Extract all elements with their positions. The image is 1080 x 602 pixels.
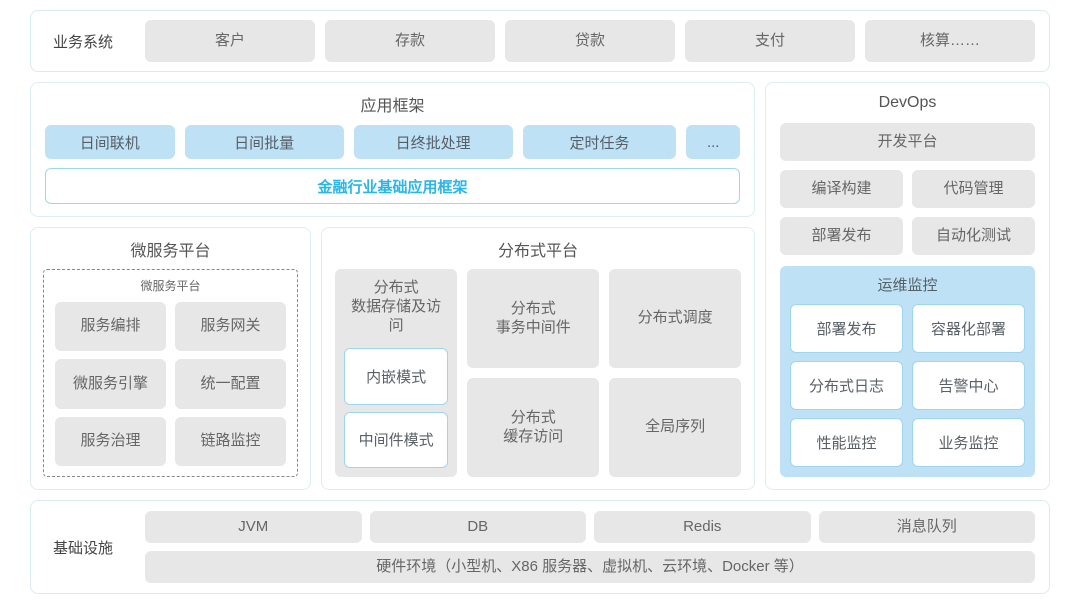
microservice-item-unified-config[interactable]: 统一配置 [175,359,286,409]
distributed-item-global-sequence[interactable]: 全局序列 [609,378,741,477]
app-framework-item-scheduled-task[interactable]: 定时任务 [522,125,677,159]
infrastructure-hardware-bar[interactable]: 硬件环境（小型机、X86 服务器、虚拟机、云环境、Docker 等） [145,551,1035,583]
infrastructure-item-db[interactable]: DB [369,511,586,543]
ops-item-alert-center[interactable]: 告警中心 [912,361,1025,410]
app-framework-items: 日间联机 日间批量 日终批处理 定时任务 ... [45,125,740,159]
devops-items: 编译构建 代码管理 部署发布 自动化测试 [780,170,1035,255]
microservice-inner-title: 微服务平台 [140,279,201,293]
microservice-items: 服务编排 服务网关 微服务引擎 统一配置 服务治理 链路监控 [55,302,286,466]
microservice-item-trace-monitor[interactable]: 链路监控 [175,416,286,466]
business-item-payment[interactable]: 支付 [685,20,855,62]
app-framework-item-eod-batch[interactable]: 日终批处理 [353,125,513,159]
distributed-storage-card[interactable]: 分布式 数据存储及访问 内嵌模式 中间件模式 [335,269,458,477]
business-item-customer[interactable]: 客户 [145,20,315,62]
distributed-storage-column: 分布式 数据存储及访问 内嵌模式 中间件模式 [335,269,458,477]
distributed-platform-panel: 分布式平台 分布式 数据存储及访问 内嵌模式 中间件模式 分布式 事务中间件 分… [321,227,755,490]
platform-section: 应用框架 日间联机 日间批量 日终批处理 定时任务 ... 金融行业基础应用框架… [30,82,1050,490]
microservice-item-orchestration[interactable]: 服务编排 [55,302,166,352]
business-systems-label: 业务系统 [52,33,113,51]
devops-panel: DevOps 开发平台 编译构建 代码管理 部署发布 自动化测试 运维监控 部署… [765,82,1050,490]
app-framework-title: 应用框架 [360,98,425,115]
app-framework-item-batch[interactable]: 日间批量 [184,125,344,159]
app-framework-item-online[interactable]: 日间联机 [45,125,175,159]
devops-item-automated-test[interactable]: 自动化测试 [912,217,1035,255]
business-item-loan[interactable]: 贷款 [505,20,675,62]
distributed-platform-title: 分布式平台 [497,243,578,260]
devops-item-dev-platform[interactable]: 开发平台 [780,123,1035,161]
platform-left-column: 应用框架 日间联机 日间批量 日终批处理 定时任务 ... 金融行业基础应用框架… [30,82,755,490]
ops-item-performance-monitor[interactable]: 性能监控 [790,418,903,467]
distributed-other-items: 分布式 事务中间件 分布式调度 分布式 缓存访问 全局序列 [467,269,741,477]
infrastructure-item-jvm[interactable]: JVM [145,511,362,543]
infrastructure-items: JVM DB Redis 消息队列 [145,511,1035,543]
distributed-storage-title: 分布式 数据存储及访问 [351,279,442,334]
finance-base-framework-bar[interactable]: 金融行业基础应用框架 [45,168,740,204]
distributed-item-scheduling[interactable]: 分布式调度 [609,269,741,368]
ops-monitor-title: 运维监控 [877,277,938,294]
business-item-accounting[interactable]: 核算…… [865,20,1035,62]
microservice-item-gateway[interactable]: 服务网关 [175,302,286,352]
devops-item-compile-build[interactable]: 编译构建 [780,170,903,208]
infrastructure-item-message-queue[interactable]: 消息队列 [818,511,1035,543]
infrastructure-item-redis[interactable]: Redis [594,511,811,543]
devops-item-deploy-release[interactable]: 部署发布 [780,217,903,255]
distributed-item-transaction-middleware[interactable]: 分布式 事务中间件 [467,269,600,368]
microservice-platform-panel: 微服务平台 微服务平台 服务编排 服务网关 微服务引擎 统一配置 服务治理 链路… [30,227,311,490]
infrastructure-content: JVM DB Redis 消息队列 硬件环境（小型机、X86 服务器、虚拟机、云… [145,511,1035,583]
business-systems-section: 业务系统 客户 存款 贷款 支付 核算…… [30,10,1050,72]
ops-monitor-items: 部署发布 容器化部署 分布式日志 告警中心 性能监控 业务监控 [790,304,1025,467]
infrastructure-section: 基础设施 JVM DB Redis 消息队列 硬件环境（小型机、X86 服务器、… [30,500,1050,594]
devops-item-code-management[interactable]: 代码管理 [912,170,1035,208]
devops-title: DevOps [878,94,937,111]
ops-item-deploy-release[interactable]: 部署发布 [790,304,903,353]
microservice-inner-box: 微服务平台 服务编排 服务网关 微服务引擎 统一配置 服务治理 链路监控 [43,269,298,477]
distributed-platform-items: 分布式 数据存储及访问 内嵌模式 中间件模式 分布式 事务中间件 分布式调度 分… [335,269,741,477]
business-systems-items: 客户 存款 贷款 支付 核算…… [145,20,1035,62]
ops-monitor-card: 运维监控 部署发布 容器化部署 分布式日志 告警中心 性能监控 业务监控 [780,266,1035,477]
distributed-storage-mode-middleware[interactable]: 中间件模式 [344,411,449,468]
ops-item-containerized-deploy[interactable]: 容器化部署 [912,304,1025,353]
microservice-item-engine[interactable]: 微服务引擎 [55,359,166,409]
ops-item-distributed-log[interactable]: 分布式日志 [790,361,903,410]
infrastructure-label: 基础设施 [52,539,113,557]
microservice-item-governance[interactable]: 服务治理 [55,416,166,466]
distributed-storage-mode-embedded[interactable]: 内嵌模式 [344,348,449,405]
ops-item-business-monitor[interactable]: 业务监控 [912,418,1025,467]
business-item-deposit[interactable]: 存款 [325,20,495,62]
microservice-platform-title: 微服务平台 [130,243,211,260]
platform-lower-row: 微服务平台 微服务平台 服务编排 服务网关 微服务引擎 统一配置 服务治理 链路… [30,227,755,490]
app-framework-panel: 应用框架 日间联机 日间批量 日终批处理 定时任务 ... 金融行业基础应用框架 [30,82,755,217]
app-framework-item-more[interactable]: ... [686,125,740,159]
distributed-item-cache-access[interactable]: 分布式 缓存访问 [467,378,600,477]
